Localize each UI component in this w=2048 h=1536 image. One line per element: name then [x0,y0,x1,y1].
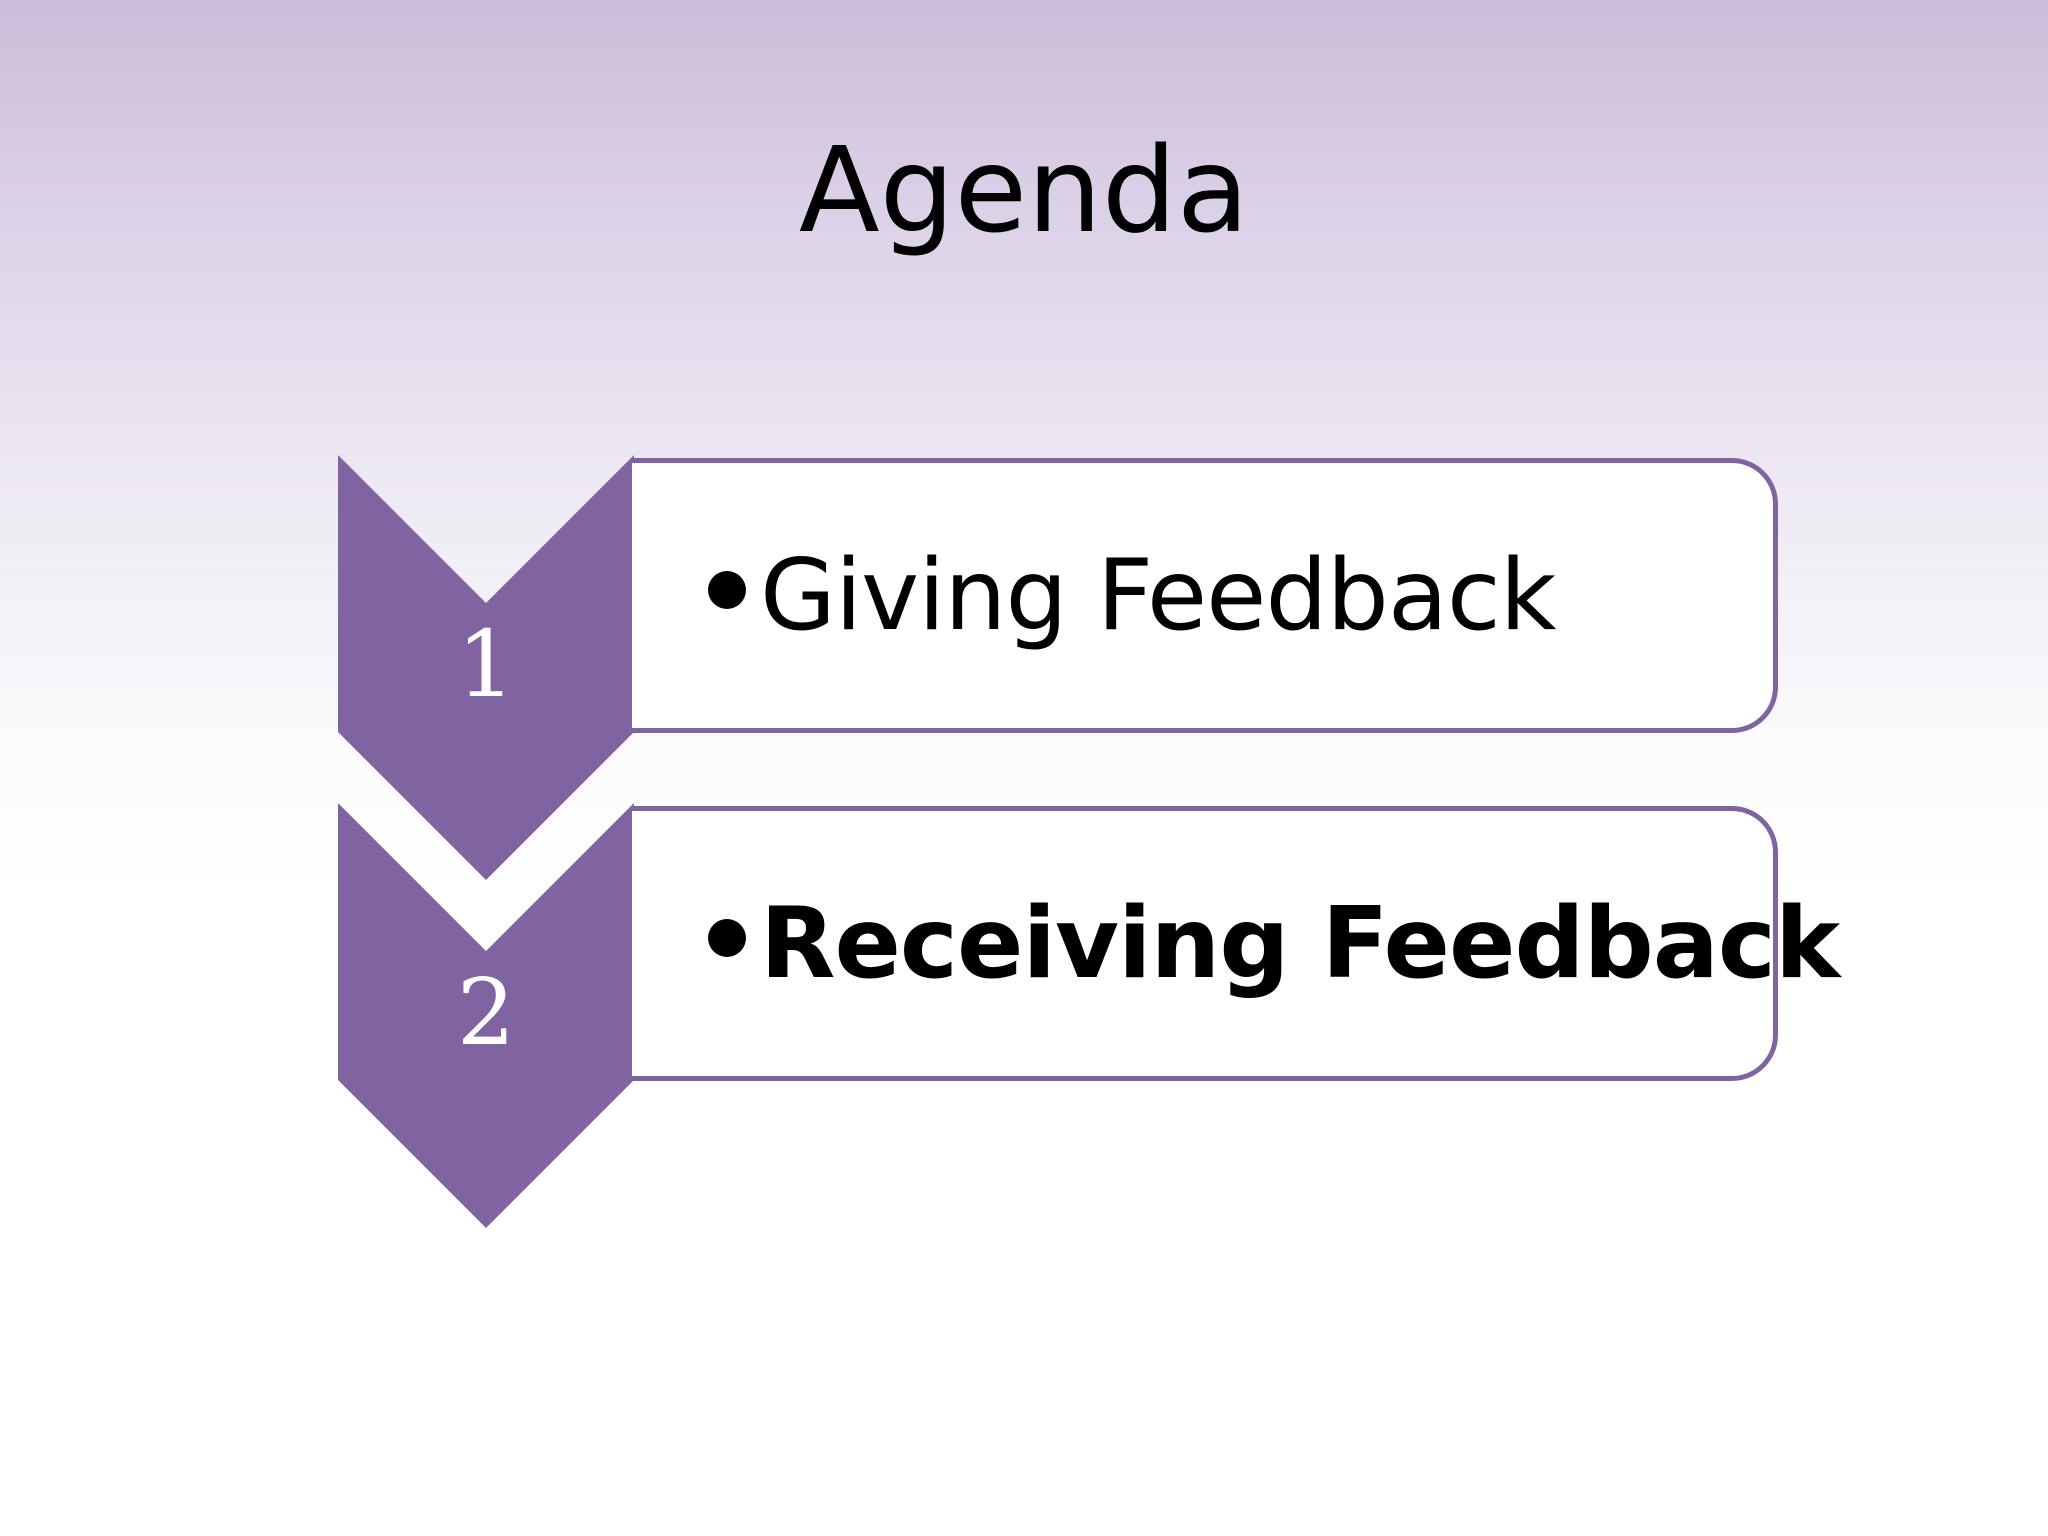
step-1-chevron [338,455,634,880]
bullet-icon [708,918,746,957]
step-1-box: Giving Feedback [632,458,1778,733]
step-2-number: 2 [456,959,516,1066]
step-1-label: Giving Feedback [708,463,1557,728]
step-2-text: Receiving Feedback [760,886,1840,1001]
step-2-box: Receiving Feedback [632,806,1840,1081]
step-2-label: Receiving Feedback [708,811,1840,1076]
step-1-text: Giving Feedback [760,538,1557,653]
step-1-number: 1 [456,611,516,718]
step-2-chevron [338,803,634,1228]
slide-title: Agenda [798,121,1250,259]
bullet-icon [708,570,746,609]
